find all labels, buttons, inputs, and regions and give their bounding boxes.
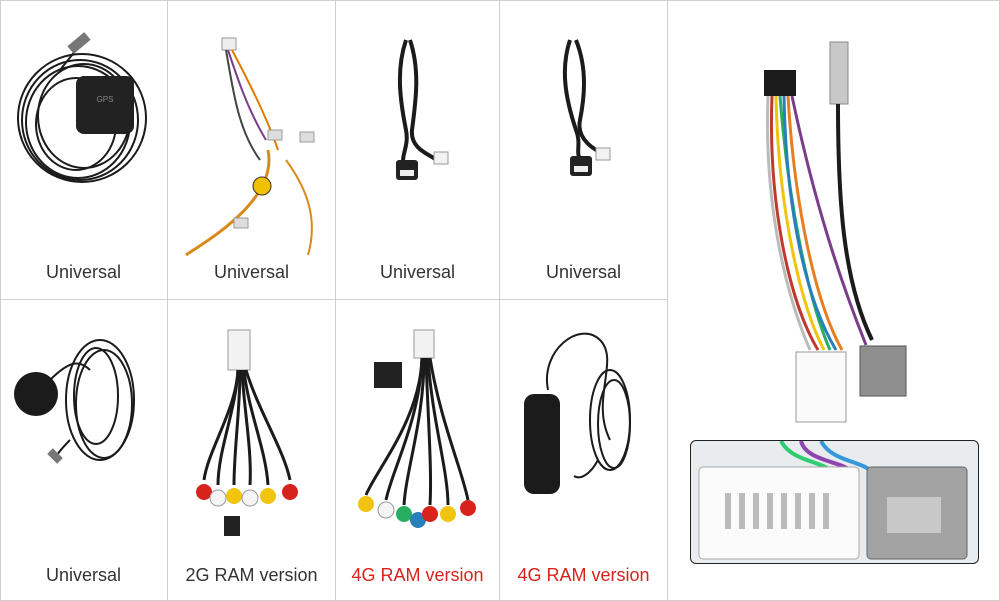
product-cell-bluetooth: 4G RAM version (500, 300, 668, 601)
product-cell-usb-1: Universal (336, 0, 500, 300)
product-cell-rca-4g: 4G RAM version (336, 300, 500, 601)
microphone-icon (14, 339, 135, 464)
product-label: Universal (545, 262, 622, 282)
svg-text:GPS: GPS (97, 95, 114, 104)
wiring-harness-icon (764, 41, 907, 423)
product-cell-microphone: Universal (0, 300, 168, 601)
camera-power-cable-icon (185, 37, 315, 257)
product-label: 2G RAM version (185, 565, 318, 585)
product-label: Universal (379, 262, 456, 282)
bluetooth-antenna-icon (524, 332, 631, 494)
rca-cable-icon (358, 329, 476, 528)
product-cell-gps: GPS Universal (0, 0, 168, 300)
product-label: Universal (45, 565, 122, 585)
product-label-highlight: 4G RAM version (351, 565, 484, 585)
product-cell-usb-2: Universal (500, 0, 668, 300)
product-label: Universal (45, 262, 122, 282)
gps-antenna-icon: GPS (17, 32, 147, 183)
product-label-highlight: 4G RAM version (517, 565, 650, 585)
usb-cable-icon (562, 39, 611, 176)
product-cell-camera-cable: Universal (168, 0, 336, 300)
usb-cable-icon (396, 39, 449, 180)
connector-closeup-icon (698, 441, 968, 560)
harness-connector-closeup (690, 440, 979, 564)
product-cell-harness (668, 0, 1000, 601)
rca-cable-icon (196, 329, 298, 536)
product-label: Universal (213, 262, 290, 282)
product-cell-rca-2g: 2G RAM version (168, 300, 336, 601)
